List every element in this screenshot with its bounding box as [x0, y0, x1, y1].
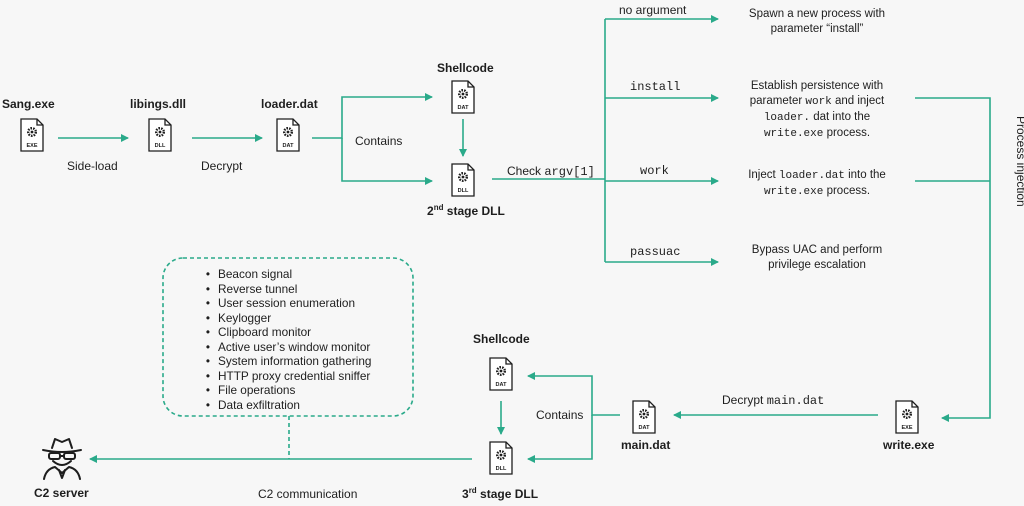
edge-maindat-to-shellcode2: [527, 372, 620, 416]
shellcode2-file-icon: DAT: [489, 357, 513, 396]
main-dat-file-icon: DAT: [632, 400, 656, 439]
svg-text:DAT: DAT: [639, 425, 651, 431]
passuac-description: Bypass UAC and perform privilege escalat…: [751, 244, 883, 271]
features-list: Beacon signal Reverse tunnel User sessio…: [198, 267, 371, 412]
edge-install-to-injection: [915, 97, 991, 422]
svg-text:DAT: DAT: [283, 143, 295, 149]
svg-text:EXE: EXE: [26, 143, 37, 149]
c2-communication-label: C2 communication: [258, 487, 358, 501]
check-argv-label: Check argv[1]: [507, 164, 595, 179]
svg-text:DLL: DLL: [496, 466, 507, 472]
libings-dll-title: libings.dll: [130, 97, 186, 111]
stage3-dll-file-icon: DLL: [489, 441, 513, 480]
feature-item: Active user’s window monitor: [198, 340, 371, 355]
contains2-label: Contains: [536, 408, 584, 422]
arg-no-argument: no argument: [619, 3, 687, 17]
write-exe-file-icon: EXE: [895, 400, 919, 439]
feature-item: Keylogger: [198, 311, 371, 326]
feature-item: Clipboard monitor: [198, 325, 371, 340]
shellcode2-title: Shellcode: [473, 332, 530, 346]
arg-work: work: [640, 164, 669, 178]
edge-loader-to-shellcode: [312, 93, 433, 139]
loader-dat-file-icon: DAT: [276, 118, 300, 157]
feature-item: Data exfiltration: [198, 398, 371, 413]
process-injection-label: Process injection: [1014, 116, 1024, 207]
features-box: [162, 257, 414, 417]
feature-item: Beacon signal: [198, 267, 371, 282]
spy-icon: [38, 436, 86, 485]
edge-maindat-to-stage3: [527, 415, 593, 463]
feature-item: User session enumeration: [198, 296, 371, 311]
sang-exe-title: Sang.exe: [2, 97, 55, 111]
stage2-dll-file-icon: DLL: [451, 163, 475, 202]
arg-install: install: [630, 80, 681, 94]
feature-item: File operations: [198, 383, 371, 398]
side-load-label: Side-load: [67, 159, 118, 173]
stage3-dll-title: 3rd stage DLL: [462, 486, 539, 501]
libings-dll-file-icon: DLL: [148, 118, 172, 157]
decrypt-main-dat-label: Decrypt main.dat: [722, 393, 825, 408]
decrypt-label: Decrypt: [201, 159, 243, 173]
svg-text:EXE: EXE: [901, 425, 912, 431]
feature-item: Reverse tunnel: [198, 282, 371, 297]
write-exe-title: write.exe: [883, 438, 935, 452]
arg-passuac: passuac: [630, 245, 681, 259]
shellcode-title: Shellcode: [437, 61, 494, 75]
sang-exe-file-icon: EXE: [20, 118, 44, 157]
install-description: Establish persistence with parameter wor…: [749, 80, 885, 140]
main-dat-title: main.dat: [621, 438, 671, 452]
svg-text:DLL: DLL: [155, 143, 166, 149]
shellcode-file-icon: DAT: [451, 80, 475, 119]
svg-text:DLL: DLL: [458, 188, 469, 194]
edge-loader-to-stage2: [341, 138, 433, 185]
loader-dat-title: loader.dat: [261, 97, 318, 111]
stage2-dll-title: 2nd stage DLL: [427, 203, 505, 218]
no-arg-description: Spawn a new process with parameter “inst…: [748, 8, 886, 35]
c2-server-title: C2 server: [34, 486, 89, 500]
svg-text:DAT: DAT: [496, 382, 508, 388]
contains-label: Contains: [355, 134, 403, 148]
feature-item: System information gathering: [198, 354, 371, 369]
feature-item: HTTP proxy credential sniffer: [198, 369, 371, 384]
work-description: Inject loader.dat into the write.exe pro…: [748, 169, 886, 198]
svg-text:DAT: DAT: [458, 105, 470, 111]
